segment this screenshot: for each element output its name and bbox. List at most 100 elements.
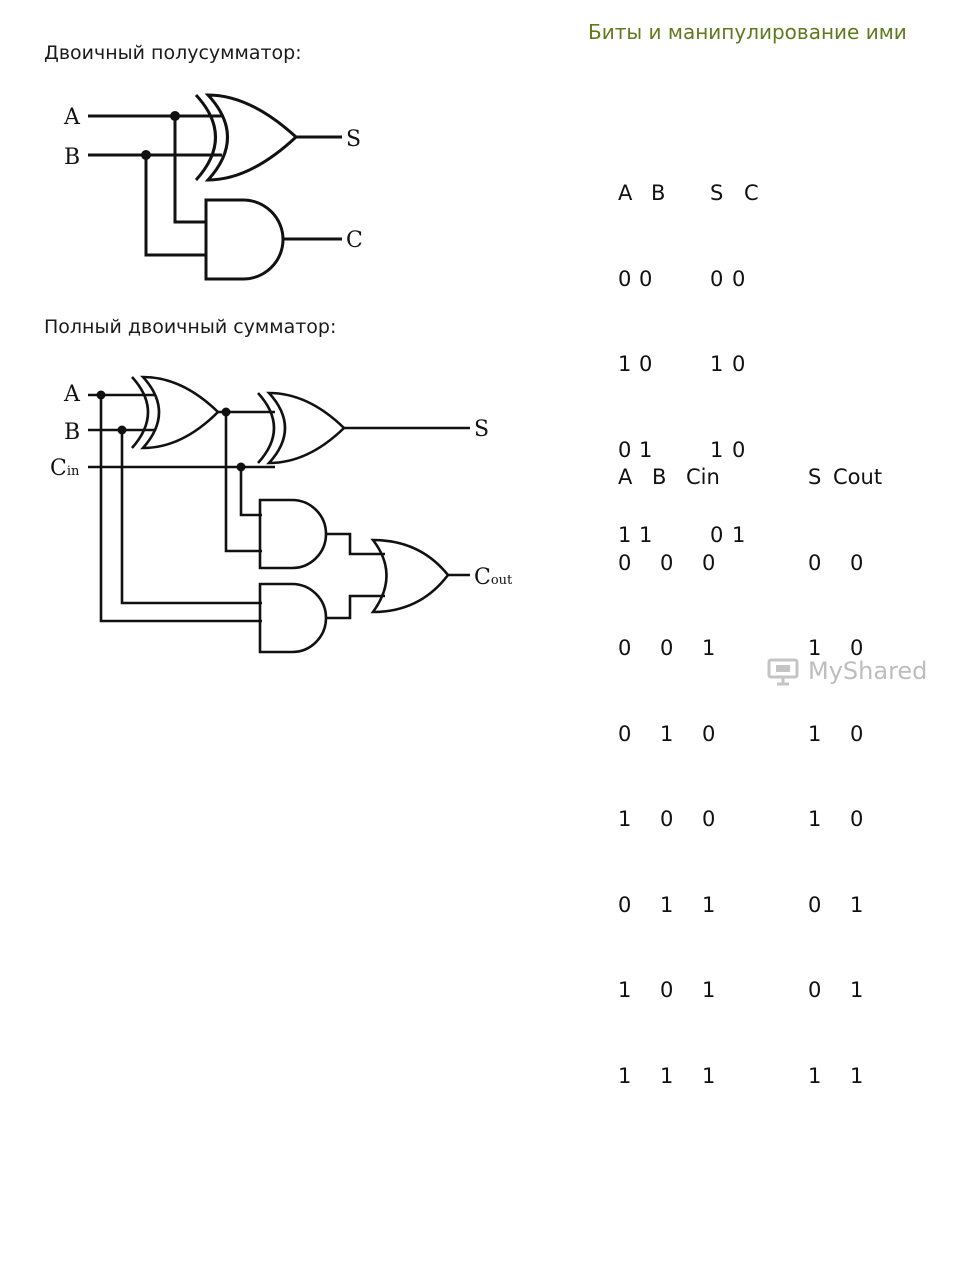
tt-head: Cout [833,465,883,489]
xor-gate [204,93,299,182]
tt-cell: 1 [808,721,822,746]
tt-head: Cin [686,465,720,489]
tt-cell: 1 [710,352,724,376]
tt-cell: 1 [702,636,716,660]
circuit-diagrams: A B S C [50,93,513,654]
tt-cell: 0 [850,807,864,831]
tt-cell: 0 [618,437,632,462]
junction-b [141,150,151,160]
tt-cell: 1 [732,523,746,547]
fa-wire-xor1-branch [224,412,262,553]
tt-cell: 0 [702,807,716,831]
full-adder-circuit: A B Cin S Cout [50,375,513,654]
tt-cell: 0 [639,352,653,376]
tt-head: A [618,465,633,489]
presentation-icon [767,658,799,686]
half-adder-title: Двоичный полусумматор: [44,42,302,64]
tt-cell: 1 [710,437,724,462]
and-gate [204,198,285,281]
tt-cell: 0 [850,636,864,660]
tt-cell: 1 [808,807,822,831]
fa-label-cin: Cin [50,456,80,481]
tt-cell: 1 [618,978,632,1002]
fa-label-cout: Cout [474,565,513,590]
tt-cell: 0 [850,721,864,746]
tt-cell: 1 [618,352,632,376]
tt-cell: 0 [660,636,674,660]
tt-cell: 1 [808,636,822,660]
table-row: 1 1 1 1 1 [618,1062,908,1091]
table-row: 1 1 0 1 [618,521,778,550]
label-c: C [346,228,363,253]
tt-cell: 1 [702,978,716,1002]
tt-cell: 0 [702,550,716,575]
table-row: A B Cin S Cout [618,463,908,492]
tt-cell: 1 [618,807,632,831]
tt-head: A [618,181,633,205]
full-adder-truth-table: A B Cin S Cout 0 0 0 0 0 0 0 1 1 0 0 1 0… [618,406,908,1119]
tt-cell: 1 [639,437,653,462]
tt-cell: 1 [702,1063,716,1088]
tt-cell: 1 [850,978,864,1002]
half-adder-circuit: A B S C [63,93,363,281]
tt-cell: 0 [618,721,632,746]
tt-cell: 0 [660,550,674,575]
fa-junction-xor1 [221,407,231,417]
and2-gate [258,582,328,654]
tt-cell: 0 [732,266,746,291]
tt-cell: 0 [808,978,822,1002]
table-row: 0 1 1 0 1 [618,891,908,920]
table-row: 1 0 0 1 0 [618,805,908,834]
junction-a [170,111,180,121]
fa-junction-cin [236,462,246,472]
fa-wire-and2-out [326,594,385,620]
tt-cell: 0 [710,523,724,547]
watermark: MyShared [766,656,927,686]
tt-cell: 1 [639,523,653,547]
table-row: 0 0 0 0 [618,265,778,294]
fa-wire-cin-branch [239,467,262,517]
tt-cell: 0 [732,352,746,376]
tt-cell: 0 [618,636,632,660]
table-row: 0 0 1 1 0 [618,634,908,663]
tt-cell: 0 [850,550,864,575]
tt-cell: 0 [618,892,632,917]
tt-cell: 0 [618,550,632,575]
tt-cell: 0 [710,266,724,291]
fa-junction-a [96,390,106,400]
xor2-gate [266,391,346,465]
tt-head: S [710,181,724,205]
wire-b-branch [144,155,206,257]
and1-gate [258,498,328,570]
table-row: 1 0 1 0 1 [618,976,908,1005]
label-a: A [63,105,81,130]
fa-wire-a-branch [99,395,262,623]
fa-label-a: A [63,382,81,407]
fa-wire-b-branch [120,430,262,605]
tt-cell: 1 [660,1063,674,1088]
fa-label-b: B [64,420,80,445]
tt-head: B [651,181,666,205]
tt-head: B [652,465,667,489]
tt-head: C [744,181,759,205]
slide-topic: Биты и манипулирование ими [588,20,907,44]
tt-cell: 1 [850,892,864,917]
xor2-gate-back [257,392,276,464]
full-adder-title: Полный двоичный сумматор: [44,316,337,338]
tt-cell: 0 [660,978,674,1002]
xor1-gate-back [131,376,150,449]
tt-cell: 1 [660,721,674,746]
tt-cell: 1 [618,523,632,547]
tt-cell: 0 [639,266,653,291]
wire-a-branch [173,116,206,224]
tt-cell: 0 [702,721,716,746]
xor1-gate [140,375,220,450]
tt-cell: 0 [808,550,822,575]
half-adder-truth-table: A B S C 0 0 0 0 1 0 1 0 0 1 1 0 1 1 0 1 [618,122,778,578]
tt-cell: 1 [702,892,716,917]
tt-cell: 1 [660,892,674,917]
table-row: 1 0 1 0 [618,350,778,379]
tt-cell: 1 [808,1063,822,1088]
tt-cell: 0 [808,892,822,917]
tt-head: S [808,465,822,489]
